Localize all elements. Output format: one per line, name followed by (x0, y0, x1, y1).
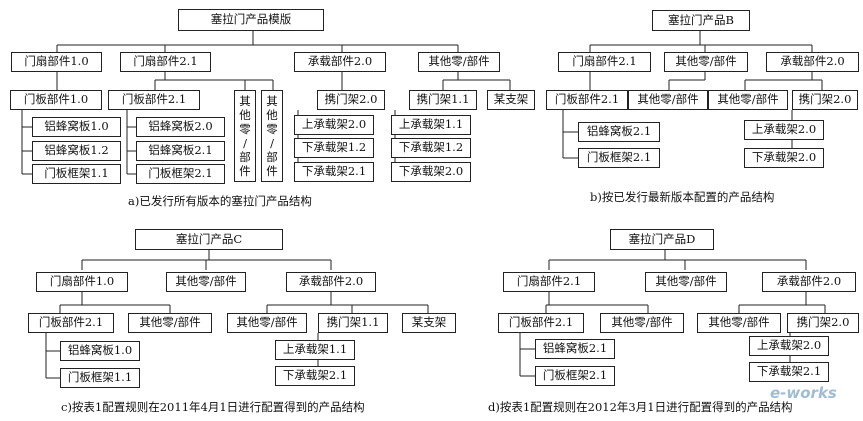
b-node-lower-bearing-2-0: 下承载架2.0 (744, 148, 824, 168)
d-node-door-panel-2-1: 门板部件2.1 (498, 313, 584, 333)
a-node-other-parts: 其他零/部件 (418, 52, 500, 72)
b-node-door-leaf-2-1: 门扇部件2.1 (558, 52, 651, 72)
a-node-upper-bearing-2-0: 上承载架2.0 (294, 115, 374, 135)
d-node-frame-2-1: 门板框架2.1 (535, 366, 615, 386)
a-node-door-panel-1-0: 门板部件1.0 (10, 90, 102, 110)
d-root-node: 塞拉门产品D (610, 229, 714, 250)
d-node-upper-bearing-2-0: 上承载架2.0 (749, 336, 829, 356)
c-node-other-parts-l2-b: 其他零/部件 (227, 313, 307, 333)
d-node-bearing-2-0: 承载部件2.0 (762, 272, 856, 292)
b-node-upper-bearing-2-0: 上承载架2.0 (744, 120, 824, 140)
c-node-other-parts: 其他零/部件 (166, 272, 246, 292)
b-node-other-parts-l2-b: 其他零/部件 (708, 90, 788, 110)
a-node-bracket: 某支架 (487, 90, 535, 110)
c-node-other-parts-l2: 其他零/部件 (128, 313, 212, 333)
watermark-logo: e-works (770, 384, 837, 402)
c-root-node: 塞拉门产品C (135, 229, 283, 250)
a-node-door-leaf-2-1: 门扇部件2.1 (120, 52, 211, 72)
a-node-lower-bearing-2-1: 下承载架2.1 (294, 162, 374, 182)
a-node-honeycomb-2-1: 铝蜂窝板2.1 (136, 141, 225, 161)
a-node-honeycomb-1-0: 铝蜂窝板1.0 (32, 117, 121, 137)
c-node-door-leaf-1-0: 门扇部件1.0 (36, 272, 128, 292)
a-node-frame-2-1: 门板框架2.1 (136, 164, 225, 184)
d-caption: d)按表1配置规则在2012年3月1日进行配置得到的产品结构 (488, 400, 793, 414)
b-caption: b)按已发行最新版本配置的产品结构 (590, 190, 775, 204)
b-node-frame-2-1: 门板框架2.1 (578, 148, 660, 168)
b-node-other-parts-l2: 其他零/部件 (628, 90, 708, 110)
a-root-node: 塞拉门产品模版 (178, 9, 324, 31)
a-node-honeycomb-1-2: 铝蜂窝板1.2 (32, 141, 121, 161)
d-node-honeycomb-2-1: 铝蜂窝板2.1 (535, 339, 615, 359)
a-node-carrier-2-0: 携门架2.0 (317, 90, 385, 110)
b-node-bearing-2-0: 承载部件2.0 (766, 52, 859, 72)
c-node-bearing-2-0: 承载部件2.0 (286, 272, 376, 292)
c-node-upper-bearing-1-1: 上承载架1.1 (275, 340, 355, 360)
a-node-frame-1-1: 门板框架1.1 (32, 164, 121, 184)
d-node-other-parts: 其他零/部件 (645, 272, 727, 292)
b-node-carrier-2-0: 携门架2.0 (792, 90, 858, 110)
a-node-lower-bearing-1-2: 下承载架1.2 (294, 138, 374, 158)
d-node-other-parts-l2: 其他零/部件 (600, 313, 684, 333)
c-caption: c)按表1配置规则在2011年4月1日进行配置得到的产品结构 (61, 400, 365, 414)
b-node-honeycomb-2-1: 铝蜂窝板2.1 (578, 122, 660, 142)
c-node-frame-1-1: 门板框架1.1 (60, 368, 140, 388)
b-node-door-panel-2-1: 门板部件2.1 (546, 90, 628, 110)
a-caption: a)已发行所有版本的塞拉门产品结构 (128, 194, 312, 208)
a-node-lower-bearing-1-2-b: 下承载架1.2 (391, 138, 471, 158)
c-node-honeycomb-1-0: 铝蜂窝板1.0 (60, 341, 140, 361)
a-node-bearing-2-0: 承载部件2.0 (294, 52, 386, 72)
a-node-door-leaf-1-0: 门扇部件1.0 (11, 52, 102, 72)
d-node-other-parts-l2-b: 其他零/部件 (697, 313, 781, 333)
c-node-door-panel-2-1: 门板部件2.1 (28, 313, 114, 333)
a-node-door-panel-2-1: 门板部件2.1 (108, 90, 200, 110)
a-node-other-parts-vertical-2: 其他零/部件 (261, 90, 283, 182)
a-node-lower-bearing-2-0: 下承载架2.0 (391, 162, 471, 182)
d-node-carrier-2-0: 携门架2.0 (787, 313, 859, 333)
b-node-other-parts: 其他零/部件 (664, 52, 748, 72)
c-node-bracket: 某支架 (402, 313, 456, 333)
d-node-door-leaf-2-1: 门扇部件2.1 (503, 272, 595, 292)
a-node-upper-bearing-1-1: 上承载架1.1 (391, 115, 471, 135)
c-node-lower-bearing-2-1: 下承载架2.1 (275, 366, 355, 386)
b-root-node: 塞拉门产品B (652, 10, 750, 31)
d-node-lower-bearing-2-1: 下承载架2.1 (749, 362, 829, 382)
a-node-other-parts-vertical-1: 其他零/部件 (234, 90, 256, 182)
a-node-carrier-1-1: 携门架1.1 (409, 90, 477, 110)
a-node-honeycomb-2-0: 铝蜂窝板2.0 (136, 117, 225, 137)
c-node-carrier-1-1: 携门架1.1 (318, 313, 388, 333)
